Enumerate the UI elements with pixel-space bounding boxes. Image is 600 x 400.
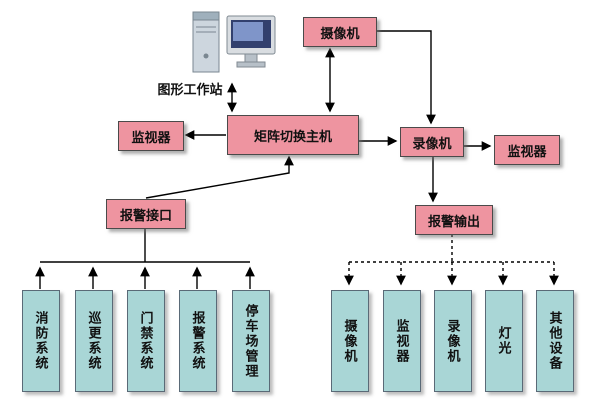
device-parking-system: 停车场管理 [232,290,270,392]
workstation-label: 图形工作站 [157,82,223,97]
node-camera-top: 摄像机 [303,17,377,47]
device-monitor: 监视器 [383,290,421,392]
wire-interface-host [145,155,294,199]
device-camera: 摄像机 [331,290,369,392]
wire-camera-recorder [376,30,436,125]
pc-tower [192,11,220,73]
node-alarm-interface: 报警接口 [106,199,186,229]
device-lights: 灯光 [485,290,523,392]
node-monitor-right: 监视器 [494,135,560,165]
device-alarm-system: 报警系统 [179,290,217,392]
node-recorder: 录像机 [400,127,464,157]
device-patrol-system: 巡更系统 [75,290,113,392]
node-monitor-left: 监视器 [118,121,184,151]
device-other-equipment: 其他设备 [536,290,574,392]
node-alarm-output: 报警输出 [415,205,493,235]
device-access-system: 门禁系统 [127,290,165,392]
workstation-illustration [192,11,276,73]
device-fire-system: 消防系统 [22,290,60,392]
device-recorder: 录像机 [434,290,472,392]
node-matrix-host: 矩阵切换主机 [227,115,359,155]
